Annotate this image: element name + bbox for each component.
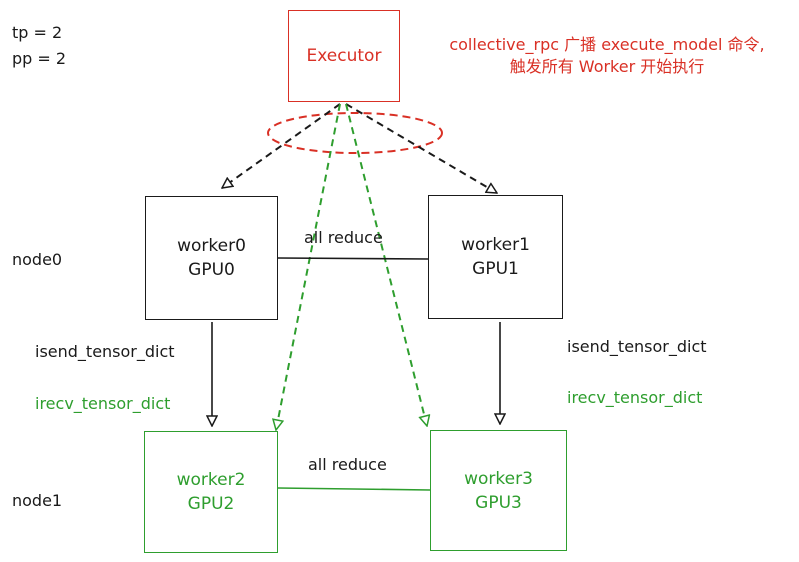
- allreduce-top-label: all reduce: [304, 228, 383, 247]
- worker3-name: worker3: [464, 468, 533, 489]
- pp-label: pp = 2: [12, 49, 67, 68]
- send-left-label: isend_tensor_dict: [35, 342, 175, 361]
- worker2-box: worker2 GPU2: [144, 431, 278, 553]
- allreduce-bottom-label: all reduce: [308, 455, 387, 474]
- worker1-name: worker1: [461, 235, 530, 255]
- worker0-name: worker0: [177, 236, 246, 256]
- worker0-box: worker0 GPU0: [145, 196, 278, 320]
- tp-label: tp = 2: [12, 23, 63, 42]
- worker2-gpu: GPU2: [187, 494, 235, 514]
- broadcast-note-line2: 触发所有 Worker 开始执行: [509, 57, 705, 76]
- allreduce-line-top: [277, 257, 429, 260]
- recv-right-label: irecv_tensor_dict: [567, 388, 703, 407]
- executor-to-worker3-arrow: [345, 103, 427, 426]
- worker1-box: worker1 GPU1: [428, 195, 563, 319]
- worker3-box: worker3 GPU3: [430, 430, 567, 551]
- node1-label: node1: [12, 491, 63, 510]
- worker3-gpu: GPU3: [475, 492, 522, 513]
- allreduce-line-bottom: [277, 487, 431, 491]
- executor-box: Executor: [288, 10, 400, 102]
- broadcast-ellipse: [267, 112, 443, 154]
- executor-label: Executor: [306, 46, 382, 66]
- worker1-gpu: GPU1: [472, 259, 519, 279]
- recv-left-label: irecv_tensor_dict: [35, 394, 171, 413]
- broadcast-note-line1: collective_rpc 广播 execute_model 命令,: [449, 35, 765, 54]
- executor-to-worker2-arrow: [276, 103, 341, 430]
- node0-label: node0: [12, 250, 63, 269]
- executor-to-worker1-arrow: [345, 103, 497, 194]
- send-right-label: isend_tensor_dict: [567, 337, 707, 356]
- worker0-gpu: GPU0: [188, 260, 235, 280]
- broadcast-note: collective_rpc 广播 execute_model 命令, 触发所有…: [418, 34, 796, 78]
- executor-to-worker0-arrow: [222, 103, 341, 188]
- worker2-name: worker2: [176, 470, 246, 490]
